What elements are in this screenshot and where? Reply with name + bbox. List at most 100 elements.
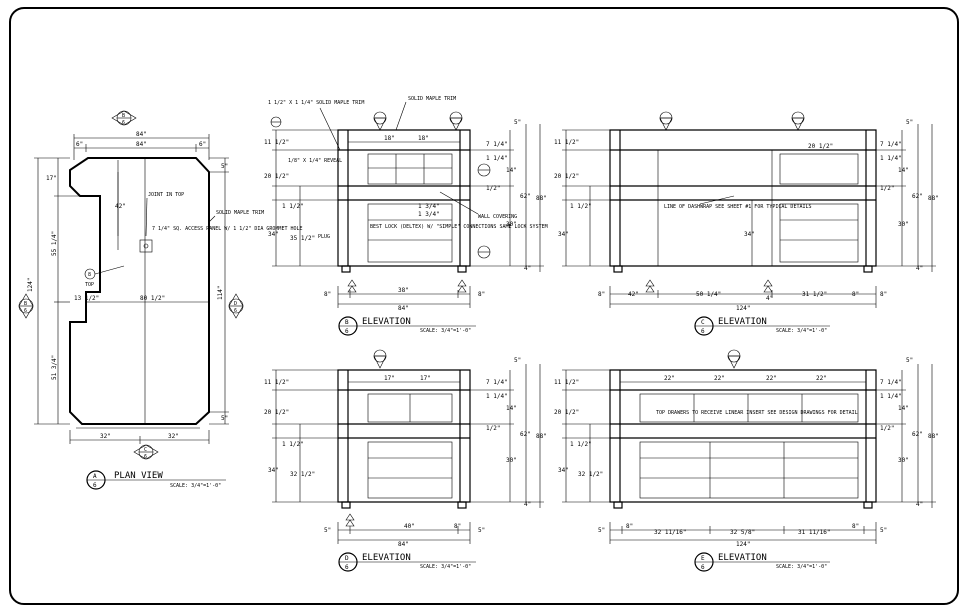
elev-d-b3: 8" [454,523,461,530]
elev-b-h1: 11 1/2" [264,139,289,146]
elev-e-section-mark [727,349,741,369]
elev-e-h3: 1 1/2" [570,441,592,448]
plan-title: PLAN VIEW [114,471,163,481]
plan-dim-right-top: 5" [221,163,228,170]
plan-callout-left: B 6 [18,293,34,319]
svg-text:6: 6 [701,328,705,335]
elev-d-r5: 30" [506,457,517,464]
svg-text:C: C [701,319,705,326]
elev-e-b2: 8" [626,523,633,530]
svg-text:D: D [234,301,237,307]
elev-b-section-mark-2 [449,111,463,131]
plan-title-block: A 6 PLAN VIEW SCALE: 3/4"=1'-0" [86,470,226,490]
elev-b-h3: 1 1/2" [282,203,304,210]
plan-dim-left-total: 124" [27,278,34,292]
plan-dim-80: 80 1/2" [140,295,165,302]
plan-note-joint: JOINT IN TOP [148,192,184,198]
plan-title-letter: A [93,473,97,480]
elev-d-r8: 5" [514,357,521,364]
plan-note-solid-maple: SOLID MAPLE TRIM [216,210,264,216]
elev-e-r5: 30" [898,457,909,464]
elev-b-note-wall: WALL COVERING [478,214,517,220]
elev-b-title-block: B 6 ELEVATION SCALE: 3/4"=1'-0" [338,316,476,336]
elev-c-b4: 31 1/2" [802,291,827,298]
elev-e-r9: 4" [916,501,923,508]
elev-c-r3: 14" [898,167,909,174]
elev-b-note-plug: PLUG [318,234,330,240]
elev-c-h2: 20 1/2" [554,173,579,180]
svg-text:B: B [345,319,349,326]
plan-dim-right-total: 114" [217,286,224,300]
elev-e-b8: 124" [736,541,750,548]
elev-b-t1: 18" [384,135,395,142]
svg-text:D: D [345,555,349,562]
elev-d-r2: 1 1/4" [486,393,508,400]
elev-c-r6: 62" [912,193,923,200]
elev-c-m1: 34" [744,231,755,238]
elev-e-r6: 62" [912,431,923,438]
elev-e-r3: 14" [898,405,909,412]
plan-dim-42: 42" [115,203,126,210]
elev-c-r8: 5" [906,119,913,126]
elev-b-r9: 4" [524,265,531,272]
elev-e-title-block: E 6 ELEVATION SCALE: 3/4"=1'-0" [694,552,830,572]
elev-b-r2: 1 1/4" [486,155,508,162]
elev-e-t3: 22" [766,375,777,382]
elev-e-r8: 5" [906,357,913,364]
elev-d-r6: 62" [520,431,531,438]
elev-c-h4: 34" [558,231,569,238]
elev-b-section-mark-4 [477,245,491,259]
elev-c-b8: 4" [766,295,773,302]
elev-c-title: ELEVATION [718,317,767,327]
elev-d-t1: 17" [384,375,395,382]
elev-b-scale: SCALE: 3/4"=1'-0" [420,328,471,334]
elev-d-r4: 1/2" [486,425,500,432]
elev-c-b5: 8" [852,291,859,298]
elev-e-h4: 34" [558,467,569,474]
elev-c-r1: 7 1/4" [880,141,902,148]
elev-b-r1: 7 1/4" [486,141,508,148]
svg-text:6: 6 [144,454,147,460]
elev-e-t1: 22" [664,375,675,382]
elev-d-t2: 17" [420,375,431,382]
elev-b-note-trim: 1 1/2" X 1 1/4" SOLID MAPLE TRIM [268,100,364,106]
elev-e-r1: 7 1/4" [880,379,902,386]
elev-b-note-maple: SOLID MAPLE TRIM [408,96,456,102]
elev-e-r4: 1/2" [880,425,894,432]
svg-text:E: E [701,555,705,562]
elevation-d: 11 1/2" 20 1/2" 1 1/2" 34" 32 1/2" 7 1/4… [264,349,547,572]
plan-marker-top-num: 8 [88,272,91,278]
elev-c-b3: 50 1/4" [696,291,721,298]
elev-b-b3: 8" [478,291,485,298]
plan-dim-top-overall: 84" [136,131,147,138]
elev-e-scale: SCALE: 3/4"=1'-0" [776,564,827,570]
svg-text:6: 6 [345,564,349,571]
elev-b-h2: 20 1/2" [264,173,289,180]
plan-title-sheet: 6 [93,482,97,489]
elev-b-section-mark-3 [477,163,491,177]
elev-e-b4: 32 5/8" [730,529,755,536]
elev-c-b1: 8" [598,291,605,298]
elev-d-h4: 34" [268,467,279,474]
elev-c-r7: 88" [928,195,939,202]
elev-d-r1: 7 1/4" [486,379,508,386]
elev-c-scale: SCALE: 3/4"=1'-0" [776,328,827,334]
plan-scale: SCALE: 3/4"=1'-0" [170,483,221,489]
elev-b-r7: 88" [536,195,547,202]
plan-dim-left-lower: 51 3/4" [51,355,58,380]
elev-c-r9: 4" [916,265,923,272]
elev-c-note-dash: LINE OF DASHWRAP SEE SHEET #1 FOR TYPICA… [664,204,812,210]
elev-b-h5: 35 1/2" [290,235,315,242]
elev-b-r6: 62" [520,193,531,200]
elev-e-b6: 8" [852,523,859,530]
elev-e-r7: 88" [928,433,939,440]
elev-c-r4: 1/2" [880,185,894,192]
elev-b-f1: 1 3/4" [418,203,440,210]
elev-d-r7: 88" [536,433,547,440]
elev-b-r5: 30" [506,221,517,228]
elev-d-b1: 5" [324,527,331,534]
plan-dim-right-bottom: 5" [221,415,228,422]
elev-b-b2: 38" [398,287,409,294]
elev-e-b5: 31 11/16" [798,529,831,536]
elev-e-b1: 5" [598,527,605,534]
